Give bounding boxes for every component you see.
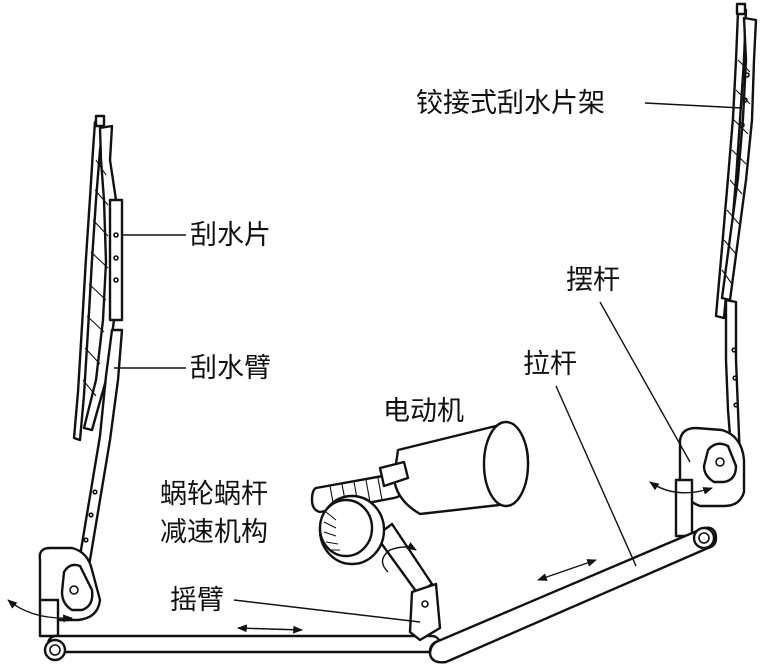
label-pull-rod: 拉杆 xyxy=(523,349,577,380)
left-wiper-blade xyxy=(72,114,124,442)
label-worm-gear-reducer-2: 减速机构 xyxy=(160,517,268,548)
label-worm-gear-reducer-1: 蜗轮蜗杆 xyxy=(160,479,268,510)
label-wiper-blade: 刮水片 xyxy=(190,220,271,251)
label-rocker-arm: 摇臂 xyxy=(170,585,224,616)
pull-rod-arrow xyxy=(537,559,597,581)
left-rod-arrow xyxy=(237,624,303,634)
label-swing-lever: 摆杆 xyxy=(566,265,620,296)
rocker-rotation-arrow xyxy=(381,542,417,573)
pull-rod xyxy=(428,526,718,664)
left-link-rod xyxy=(43,634,452,663)
worm-gear-reducer xyxy=(310,472,406,566)
label-wiper-arm: 刮水臂 xyxy=(190,353,271,384)
left-swing-arrow xyxy=(7,599,73,623)
right-swing-arrow xyxy=(649,481,713,495)
leader-hinged-blade-frame xyxy=(644,102,743,109)
right-wiper-blade xyxy=(714,2,758,320)
leader-rocker-arm xyxy=(233,599,421,623)
rocker-arm xyxy=(374,522,442,642)
label-motor: 电动机 xyxy=(383,396,464,427)
label-hinged-blade-frame: 铰接式刮水片架 xyxy=(416,88,605,119)
electric-motor xyxy=(378,420,530,516)
leader-pull-rod xyxy=(555,385,637,567)
leader-swing-lever xyxy=(599,301,691,463)
right-pivot-housing xyxy=(674,426,746,538)
